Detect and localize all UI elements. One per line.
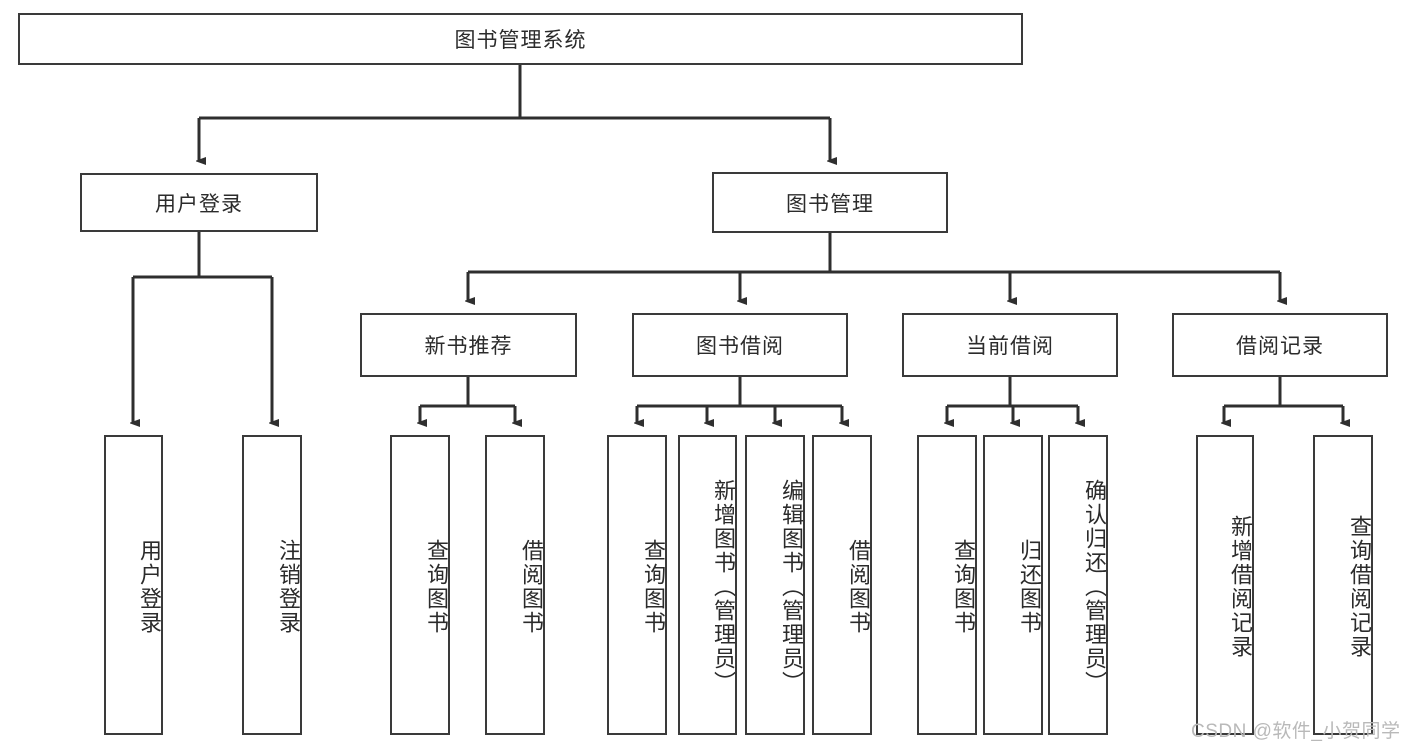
node-root-book-management-system[interactable]: 图书管理系统 xyxy=(18,13,1023,65)
node-label: 注销登录 xyxy=(276,539,301,635)
node-leaf-user-logout[interactable]: 注销登录 xyxy=(242,435,302,735)
node-leaf-return-book[interactable]: 归还图书 xyxy=(983,435,1043,735)
node-label: 查询图书 xyxy=(951,539,976,635)
node-borrow-record[interactable]: 借阅记录 xyxy=(1172,313,1388,377)
node-label: 当前借阅 xyxy=(966,335,1054,358)
node-label: 用户登录 xyxy=(137,539,162,635)
node-label: 确认归还（管理员） xyxy=(1082,479,1107,695)
node-leaf-confirm-return-admin[interactable]: 确认归还（管理员） xyxy=(1048,435,1108,735)
node-label: 新书推荐 xyxy=(424,335,513,358)
node-leaf-borrow-book-recommend[interactable]: 借阅图书 xyxy=(485,435,545,735)
node-label: 归还图书 xyxy=(1017,539,1042,635)
node-leaf-user-login[interactable]: 用户登录 xyxy=(104,435,163,735)
node-label: 图书借阅 xyxy=(696,335,784,358)
node-book-borrow[interactable]: 图书借阅 xyxy=(632,313,848,377)
node-label: 编辑图书（管理员） xyxy=(779,479,804,695)
node-leaf-borrow-book[interactable]: 借阅图书 xyxy=(812,435,872,735)
node-label: 查询图书 xyxy=(424,539,449,635)
node-label: 借阅图书 xyxy=(519,539,544,635)
node-leaf-query-book-current[interactable]: 查询图书 xyxy=(917,435,977,735)
node-leaf-query-borrow-record[interactable]: 查询借阅记录 xyxy=(1313,435,1373,735)
node-label: 新增借阅记录 xyxy=(1228,515,1253,659)
node-leaf-query-book-recommend[interactable]: 查询图书 xyxy=(390,435,450,735)
node-label: 图书管理系统 xyxy=(454,29,587,52)
node-label: 借阅记录 xyxy=(1236,335,1324,358)
node-label: 借阅图书 xyxy=(846,539,871,635)
node-leaf-edit-book-admin[interactable]: 编辑图书（管理员） xyxy=(745,435,805,735)
csdn-watermark: CSDN @软件_小贺同学 xyxy=(1191,721,1401,742)
node-book-management[interactable]: 图书管理 xyxy=(712,172,948,233)
node-label: 查询图书 xyxy=(641,539,666,635)
node-new-book-recommend[interactable]: 新书推荐 xyxy=(360,313,577,377)
node-label: 新增图书（管理员） xyxy=(711,479,736,695)
node-current-borrow[interactable]: 当前借阅 xyxy=(902,313,1118,377)
node-leaf-add-book-admin[interactable]: 新增图书（管理员） xyxy=(678,435,737,735)
node-user-login[interactable]: 用户登录 xyxy=(80,173,318,232)
node-leaf-query-book-borrow[interactable]: 查询图书 xyxy=(607,435,667,735)
node-label: 查询借阅记录 xyxy=(1347,515,1372,659)
node-label: 用户登录 xyxy=(155,192,243,216)
node-label: 图书管理 xyxy=(786,192,874,216)
node-leaf-add-borrow-record[interactable]: 新增借阅记录 xyxy=(1196,435,1254,735)
